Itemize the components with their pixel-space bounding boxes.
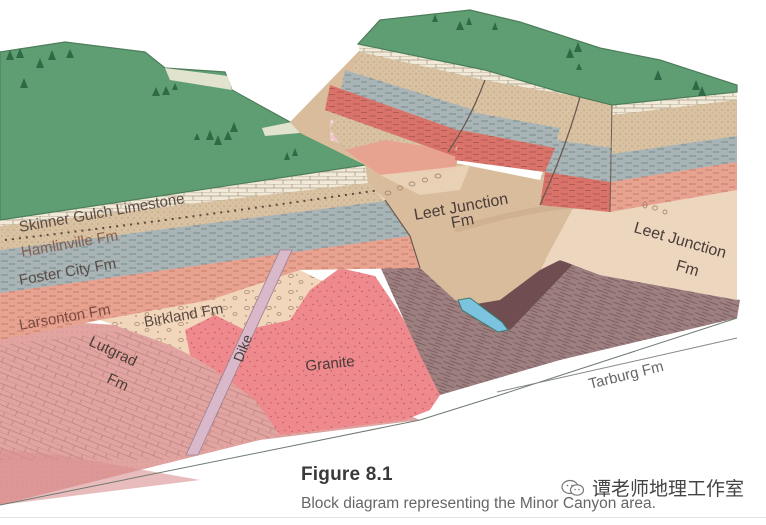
- river: [457, 297, 509, 333]
- figure-title: Figure 8.1: [301, 464, 393, 485]
- figure-caption: Figure 8.1: [301, 464, 393, 486]
- pebbles: [384, 173, 668, 215]
- bottom-divider: [0, 517, 766, 518]
- tarburg-baseline: [496, 337, 738, 393]
- skinner-gulch-limestone: [0, 165, 368, 226]
- label-leet-center-fm: Fm: [450, 211, 476, 232]
- label-leet-right-fm: Fm: [674, 258, 701, 281]
- larsonton-formation: [0, 235, 420, 340]
- fault-line-1: [447, 79, 486, 153]
- left-plateau-surface: [0, 41, 366, 221]
- foster-city-formation: [0, 200, 410, 293]
- leet-junction-right: [540, 188, 737, 300]
- wechat-icon: [561, 479, 585, 496]
- watermark-text: 谭老师地理工作室: [592, 478, 745, 500]
- label-granite: Granite: [305, 353, 356, 375]
- figure-description: Block diagram representing the Minor Can…: [301, 495, 656, 512]
- right-plateau-surface: [356, 9, 738, 106]
- fault-line-2: [539, 96, 581, 206]
- trees: [6, 14, 706, 160]
- watermark: 谭老师地理工作室: [560, 474, 744, 501]
- granite-intrusion: [185, 268, 450, 435]
- dike: [185, 249, 293, 456]
